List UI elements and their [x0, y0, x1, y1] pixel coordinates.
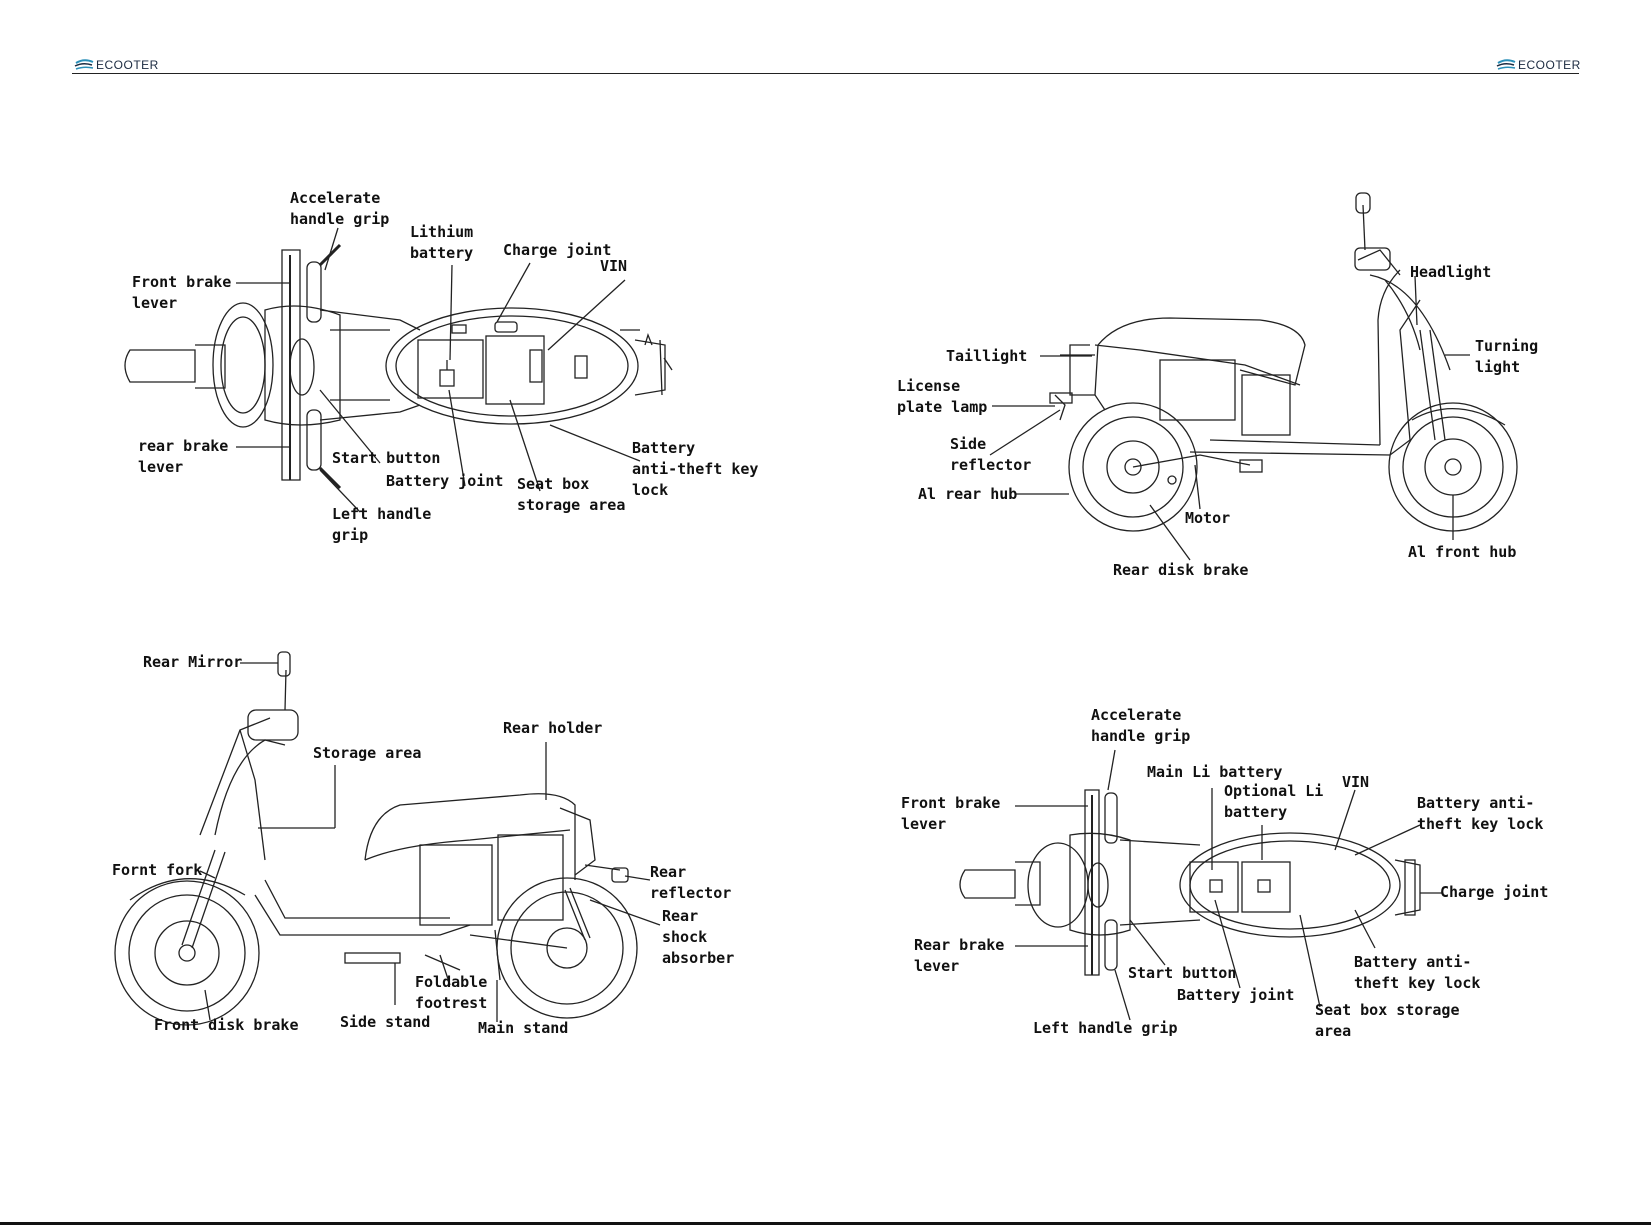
label-motor: Motor: [1185, 509, 1231, 527]
label-seat-box-storage-area: Seat box storage area: [517, 475, 626, 514]
label-optional-li-battery: Optional Li battery: [1224, 782, 1324, 821]
scooter-top-view-1: [124, 227, 673, 513]
label-main-stand: Main stand: [478, 1019, 569, 1037]
label-charge-joint-2: Charge joint: [1440, 883, 1549, 901]
scooter-side-view-right: [989, 192, 1518, 561]
label-license-plate-lamp: License plate lamp: [897, 377, 988, 416]
ecooter-logo-right: ECOOTER: [1496, 58, 1581, 72]
label-rear-mirror: Rear Mirror: [143, 653, 243, 671]
label-side-stand: Side stand: [340, 1013, 431, 1031]
label-left-handle-grip-2: Left handle grip: [1033, 1019, 1178, 1037]
label-rear-brake-lever-2: Rear brake lever: [914, 936, 1005, 975]
label-turning-light: Turning light: [1475, 337, 1539, 376]
scooter-top-view-2: [959, 749, 1443, 1021]
ecooter-logo-icon: [1496, 59, 1516, 70]
label-taillight: Taillight: [946, 347, 1028, 365]
label-rear-reflector: Rear reflector: [650, 863, 732, 902]
label-rear-brake-lever: rear brake lever: [138, 437, 229, 476]
label-al-rear-hub: Al rear hub: [918, 485, 1018, 503]
header-rule: [72, 73, 1579, 74]
label-vin: VIN: [600, 257, 628, 275]
label-battery-joint: Battery joint: [386, 472, 504, 490]
label-start-button-2: Start button: [1128, 964, 1237, 982]
logo-text: ECOOTER: [1518, 58, 1581, 72]
label-lithium-battery: Lithium battery: [410, 223, 474, 262]
label-rear-disk-brake: Rear disk brake: [1113, 561, 1249, 579]
label-battery-joint-2: Battery joint: [1177, 986, 1295, 1004]
label-battery-anti-theft-key-lock: Battery anti-theft key lock: [632, 439, 759, 499]
label-front-disk-brake: Front disk brake: [154, 1016, 299, 1034]
label-fornt-fork: Fornt fork: [112, 861, 203, 879]
label-accelerate-handle-grip: Accelerate handle grip: [290, 189, 390, 228]
ecooter-logo-icon: [74, 59, 94, 70]
label-charge-joint: Charge joint: [503, 241, 612, 259]
label-battery-anti-theft-key-lock-bottom: Battery anti- theft key lock: [1354, 953, 1481, 992]
label-battery-anti-theft-key-lock-top: Battery anti- theft key lock: [1417, 794, 1544, 833]
label-left-handle-grip: Left handle grip: [332, 505, 432, 544]
label-side-reflector: Side reflector: [950, 435, 1032, 474]
label-headlight: Headlight: [1410, 263, 1492, 281]
label-front-brake-lever-2: Front brake lever: [901, 794, 1001, 833]
ecooter-logo-left: ECOOTER: [74, 58, 159, 72]
label-vin-2: VIN: [1342, 773, 1370, 791]
label-main-li-battery: Main Li battery: [1147, 763, 1283, 781]
label-al-front-hub: Al front hub: [1408, 543, 1517, 561]
label-accelerate-handle-grip-2: Accelerate handle grip: [1091, 706, 1191, 745]
footer-rule: [0, 1222, 1651, 1225]
label-seat-box-storage-area-2: Seat box storage area: [1315, 1001, 1460, 1040]
logo-text: ECOOTER: [96, 58, 159, 72]
label-foldable-footrest: Foldable footrest: [415, 973, 488, 1012]
scooter-side-view-left: [114, 651, 661, 1026]
label-front-brake-lever: Front brake lever: [132, 273, 232, 312]
label-rear-holder: Rear holder: [503, 719, 603, 737]
label-start-button: Start button: [332, 449, 441, 467]
label-storage-area: Storage area: [313, 744, 422, 762]
label-rear-shock-absorber: Rear shock absorber: [662, 907, 735, 967]
